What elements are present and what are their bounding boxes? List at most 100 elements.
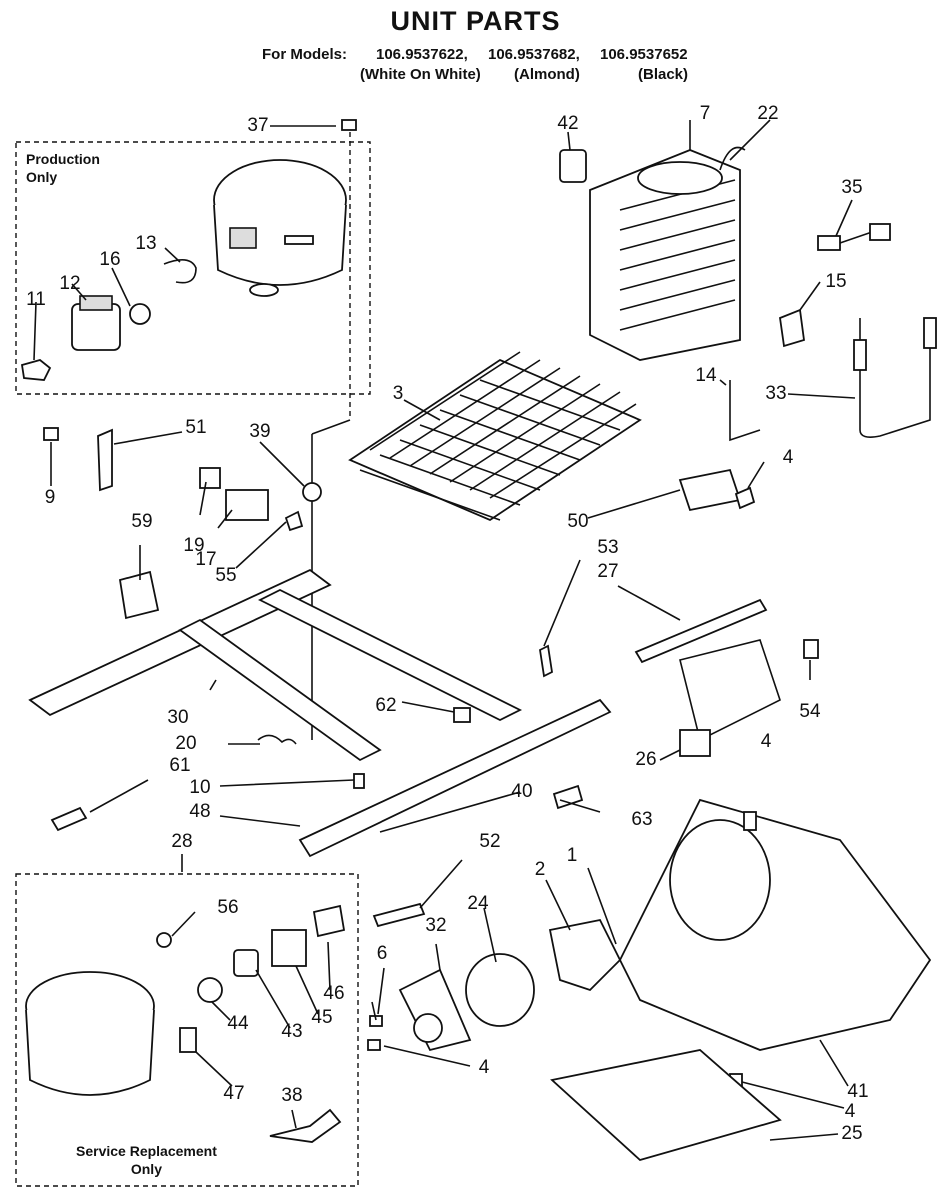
callout-37: 37 xyxy=(247,115,269,136)
callout-39: 39 xyxy=(249,421,271,442)
model-number-3: 106.9537652 xyxy=(600,46,688,63)
screw-6 xyxy=(369,1015,383,1027)
harness-26 xyxy=(679,639,781,742)
fan-motor-24 xyxy=(465,953,535,1027)
bracket-14 xyxy=(729,380,761,442)
diagram-title: UNIT PARTS xyxy=(390,6,561,36)
compressor-production xyxy=(213,159,347,297)
callout-12: 12 xyxy=(59,273,81,294)
callout-32: 32 xyxy=(425,915,447,936)
callout-4-mid: 4 xyxy=(760,731,772,752)
part-43 xyxy=(233,949,259,977)
callout-10: 10 xyxy=(189,777,211,798)
callout-38: 38 xyxy=(281,1085,303,1106)
callout-62: 62 xyxy=(375,695,397,716)
callout-9: 9 xyxy=(44,487,56,508)
screw-4b xyxy=(743,811,757,831)
callout-1: 1 xyxy=(566,845,578,866)
callout-40: 40 xyxy=(511,781,533,802)
service-replacement-box xyxy=(15,873,359,1187)
drain-pan-25 xyxy=(550,1049,782,1162)
screw-53 xyxy=(539,644,553,678)
callout-61: 61 xyxy=(169,755,191,776)
callout-30: 30 xyxy=(167,707,189,728)
callout-22: 22 xyxy=(757,103,779,124)
screw-4a xyxy=(734,486,756,510)
part-16 xyxy=(129,303,151,325)
part-20 xyxy=(257,734,297,745)
production-only-box xyxy=(15,141,371,395)
production-only-label: Production Only xyxy=(26,151,100,185)
model-number-2: 106.9537682, xyxy=(488,46,580,63)
harness-35 xyxy=(817,223,891,251)
callout-27: 27 xyxy=(597,561,619,582)
callout-28: 28 xyxy=(171,831,193,852)
callout-2: 2 xyxy=(534,859,546,880)
callout-33: 33 xyxy=(765,383,787,404)
part-13 xyxy=(163,259,197,284)
fan-bracket-41 xyxy=(618,798,932,1051)
part-11 xyxy=(20,359,52,381)
callout-6: 6 xyxy=(376,943,388,964)
callout-55: 55 xyxy=(215,565,237,586)
frame-30 xyxy=(28,568,523,762)
callout-7: 7 xyxy=(699,103,711,124)
callout-43: 43 xyxy=(281,1021,303,1042)
model-number-1: 106.9537622, xyxy=(376,46,468,63)
model-color-1: (White On White) xyxy=(360,66,481,83)
bracket-50 xyxy=(678,468,742,512)
dryer-33b xyxy=(923,317,937,349)
part-46 xyxy=(312,904,346,938)
grommet-9 xyxy=(43,427,59,441)
screw-55 xyxy=(284,510,304,532)
part-42 xyxy=(559,149,587,183)
callout-54: 54 xyxy=(799,701,821,722)
tube-22 xyxy=(719,146,746,171)
callout-3: 3 xyxy=(392,383,404,404)
part-44 xyxy=(197,977,223,1003)
part-19 xyxy=(199,467,221,489)
clip-15 xyxy=(779,308,805,348)
screw-37 xyxy=(341,119,357,131)
model-color-2: (Almond) xyxy=(514,66,580,83)
callout-4-bottom: 4 xyxy=(844,1101,856,1122)
callout-15: 15 xyxy=(825,271,847,292)
part-61 xyxy=(50,806,88,832)
heater-27 xyxy=(634,598,768,664)
callout-53: 53 xyxy=(597,537,619,558)
callout-16: 16 xyxy=(99,249,121,270)
callout-17: 17 xyxy=(195,549,217,570)
callout-13: 13 xyxy=(135,233,157,254)
callout-59: 59 xyxy=(131,511,153,532)
callout-48: 48 xyxy=(189,801,211,822)
callout-46: 46 xyxy=(323,983,345,1004)
screw-56 xyxy=(156,932,172,948)
callout-41: 41 xyxy=(847,1081,869,1102)
tube-51 xyxy=(97,428,113,492)
callout-35: 35 xyxy=(841,177,863,198)
callout-19: 19 xyxy=(183,535,205,556)
callout-44: 44 xyxy=(227,1013,249,1034)
callout-25: 25 xyxy=(841,1123,863,1144)
rail-48 xyxy=(298,698,612,858)
wire-52 xyxy=(372,902,426,928)
callout-14: 14 xyxy=(695,365,717,386)
callout-50: 50 xyxy=(567,511,589,532)
callout-47: 47 xyxy=(223,1083,245,1104)
screw-4c xyxy=(367,1039,381,1051)
callout-45: 45 xyxy=(311,1007,333,1028)
callout-4-lower: 4 xyxy=(478,1057,490,1078)
condenser-7 xyxy=(589,149,741,361)
callout-42: 42 xyxy=(557,113,579,134)
callout-51: 51 xyxy=(185,417,207,438)
part-45 xyxy=(271,929,307,967)
part-17 xyxy=(225,489,269,521)
part-54 xyxy=(803,639,819,659)
part-47 xyxy=(179,1027,197,1053)
callout-24: 24 xyxy=(467,893,489,914)
callout-26: 26 xyxy=(635,749,657,770)
grommet-39 xyxy=(302,482,322,502)
compressor-service xyxy=(25,971,155,1096)
